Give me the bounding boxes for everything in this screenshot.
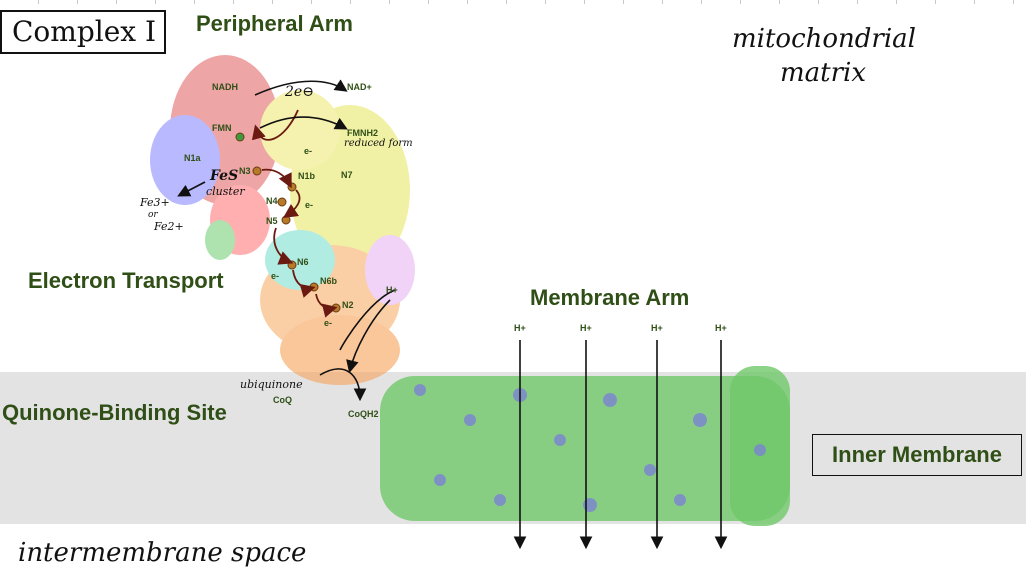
or-note: or [148, 210, 158, 220]
n4-label: N4 [266, 196, 278, 206]
inner-membrane-label: Inner Membrane [812, 434, 1022, 476]
proton-label-n2: H+ [386, 285, 398, 295]
electron-pathway-arrows [251, 109, 338, 318]
proton-label-2: H+ [580, 323, 592, 333]
complex-i-title: Complex I [12, 15, 157, 48]
two-electrons-note: 2e⊖ [285, 84, 314, 100]
coq-label: CoQ [273, 395, 292, 405]
proton-label-3: H+ [651, 323, 663, 333]
peripheral-arm-ribbons [150, 55, 415, 385]
ubiquinone-note: ubiquinone [240, 378, 303, 391]
quinone-binding-site-title: Quinone-Binding Site [2, 400, 227, 425]
fe2-note: Fe2+ [154, 220, 184, 233]
top-ruler [0, 0, 1026, 4]
fes-note-1: FeS [210, 168, 239, 184]
coqh2-label: CoQH2 [348, 409, 379, 419]
n1b-label: N1b [298, 171, 316, 181]
inner-membrane-text: Inner Membrane [832, 442, 1002, 467]
reduced-form-note: reduced form [344, 138, 413, 149]
fmn-label: FMN [212, 123, 232, 133]
electron-label-4: e- [324, 318, 333, 328]
n7-label: N7 [341, 170, 353, 180]
fe3-note: Fe3+ [140, 196, 170, 209]
electron-label-2: e- [305, 200, 314, 210]
matrix-note-line1: mitochondrial [732, 24, 916, 54]
complex-i-title-box: Complex I [0, 10, 166, 54]
electron-transport-title: Electron Transport [28, 268, 224, 293]
nadh-label: NADH [212, 82, 238, 92]
proton-label-1: H+ [514, 323, 526, 333]
n2-label: N2 [342, 300, 354, 310]
membrane-arm-spheres [380, 366, 790, 526]
proton-arrows [513, 340, 728, 550]
proton-label-4: H+ [715, 323, 727, 333]
matrix-note-line2: matrix [780, 58, 867, 88]
n6b-label: N6b [320, 276, 338, 286]
electron-label-1: e- [304, 146, 313, 156]
n6-label: N6 [297, 257, 309, 267]
electron-label-3: e- [271, 271, 280, 281]
nad-label: NAD+ [347, 82, 372, 92]
fmnh2-label: FMNH2 [347, 128, 378, 138]
n1a-label: N1a [184, 153, 201, 163]
fes-note-2: cluster [206, 185, 245, 198]
n3-label: N3 [239, 166, 251, 176]
intermembrane-space-note: intermembrane space [18, 538, 307, 568]
reaction-arrows [177, 79, 396, 402]
membrane-arm-title: Membrane Arm [530, 285, 690, 310]
n5-label: N5 [266, 216, 278, 226]
peripheral-arm-title: Peripheral Arm [196, 11, 353, 36]
